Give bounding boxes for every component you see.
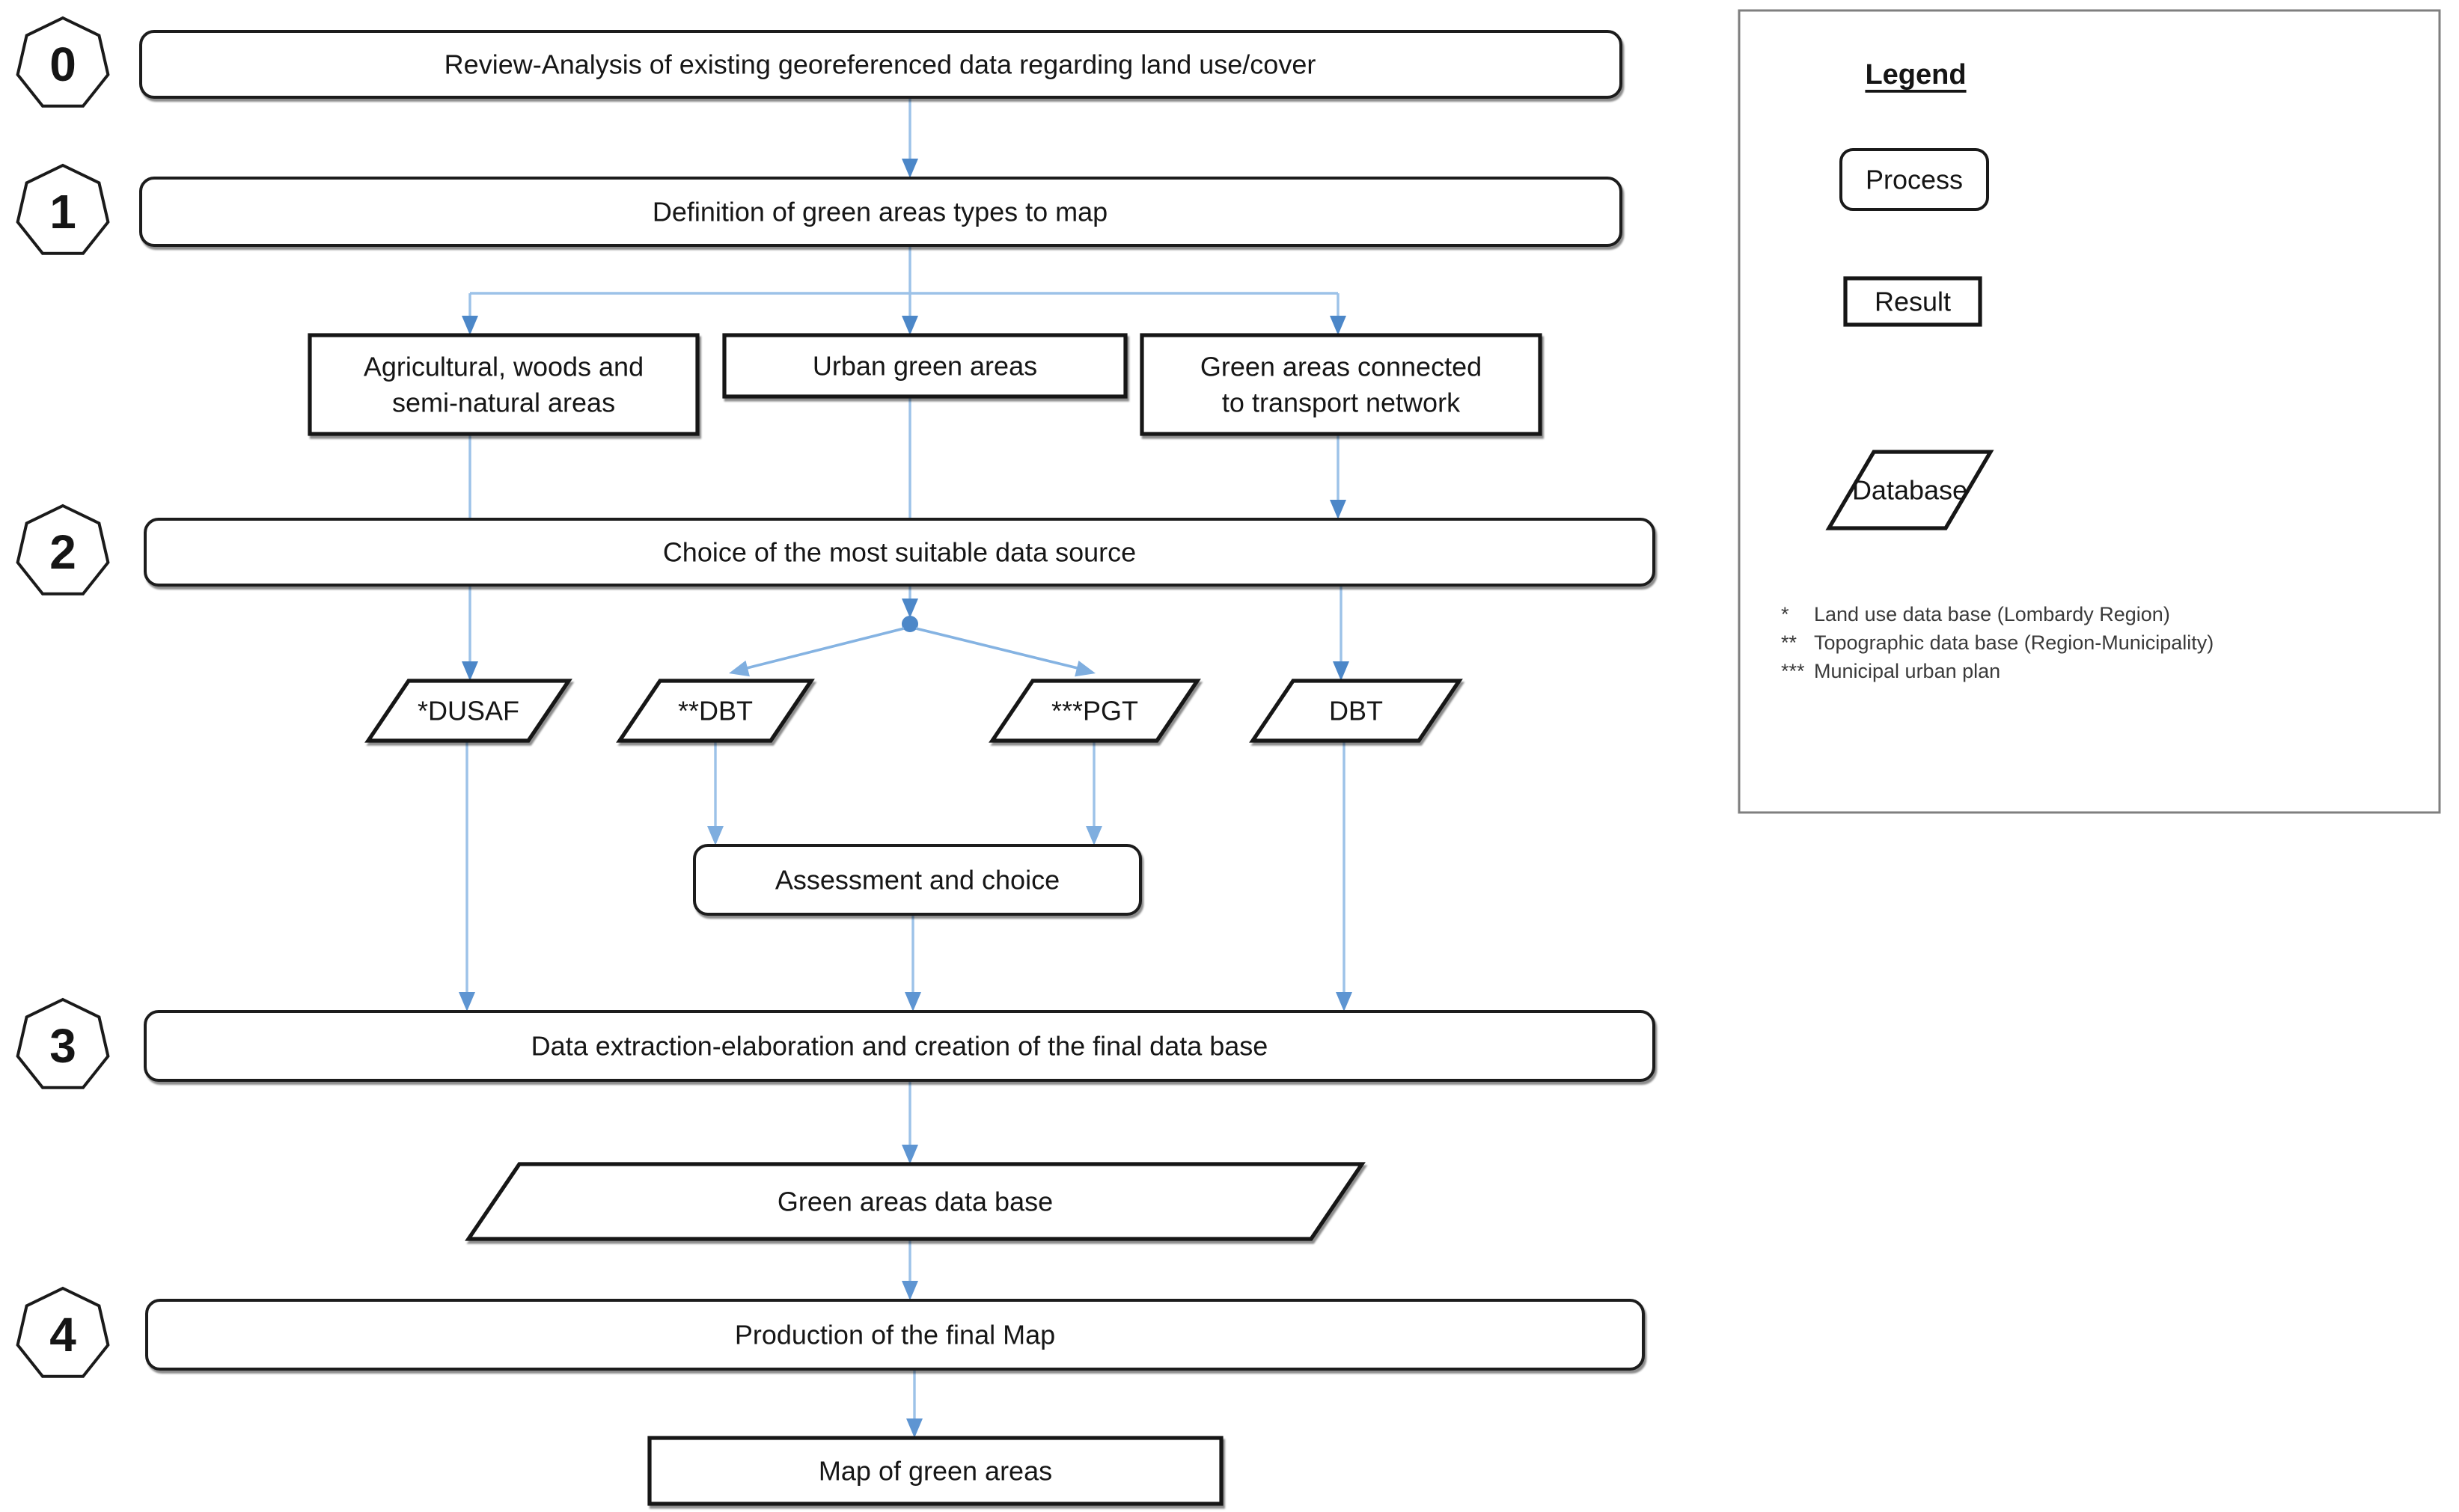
process-box-extraction-label: Data extraction-elaboration and creation… (531, 1031, 1268, 1062)
process-box-review: Review-Analysis of existing georeference… (139, 30, 1622, 99)
process-box-production: Production of the final Map (145, 1299, 1645, 1371)
legend-item-result: Result (1843, 276, 1982, 327)
result-box-urban: Urban green areas (722, 333, 1128, 399)
arrow-assessment-to-extraction (905, 914, 921, 1011)
process-box-choice: Choice of the most suitable data source (144, 518, 1655, 587)
arrow-choice-to-dbt (1333, 585, 1349, 681)
step-badge-0: 0 (16, 16, 110, 108)
step-number-4: 4 (49, 1308, 76, 1362)
legend-process-label: Process (1866, 165, 1963, 195)
result-box-agricultural: Agricultural, woods and semi-natural are… (308, 333, 700, 436)
step-badge-1: 1 (16, 163, 110, 255)
arrow-dbt-to-extraction (1336, 741, 1352, 1011)
arrow-branch-to-green-types (462, 245, 1346, 335)
process-box-assessment-label: Assessment and choice (775, 865, 1060, 896)
step-badge-3: 3 (16, 997, 110, 1089)
arrow-pgt-to-assessment (1086, 741, 1102, 845)
arrow-urban-to-split-dot (902, 397, 918, 632)
db-green-areas-label: Green areas data base (778, 1187, 1053, 1217)
step-number-3: 3 (49, 1019, 76, 1073)
process-box-definition: Definition of green areas types to map (139, 177, 1622, 247)
result-box-urban-line1: Urban green areas (813, 351, 1037, 382)
result-box-transport-line2: to transport network (1222, 388, 1461, 418)
process-box-review-label: Review-Analysis of existing georeference… (445, 49, 1316, 80)
footnote-marker-1: * (1781, 603, 1789, 625)
legend-result-label: Result (1875, 287, 1951, 317)
process-box-choice-label: Choice of the most suitable data source (663, 537, 1136, 568)
arrow-production-to-map (906, 1369, 923, 1438)
legend-item-database: Database (1825, 450, 1994, 530)
step-number-2: 2 (49, 525, 76, 579)
result-box-agricultural-line1: Agricultural, woods and (364, 352, 644, 382)
process-boxes: Review-Analysis of existing georeference… (139, 30, 1655, 1371)
db-dbt-topographic: **DBT (616, 679, 815, 743)
result-boxes: Agricultural, woods and semi-natural are… (308, 333, 1542, 1506)
footnote-marker-3: *** (1781, 660, 1805, 682)
footnote-text-1: Land use data base (Lombardy Region) (1814, 603, 2170, 625)
arrow-dbt2-to-assessment (707, 741, 724, 845)
legend-title: Legend (1865, 59, 1966, 91)
split-dot (902, 616, 918, 632)
database-shapes: *DUSAF **DBT ***PGT DBT Green areas data… (364, 679, 1463, 1241)
legend-database-label: Database (1852, 475, 1967, 506)
arrow-split-to-pgt (915, 627, 1096, 677)
arrow-transport-to-choice (1330, 434, 1346, 519)
legend: Legend Process Result Database * Land us… (1738, 9, 2441, 814)
footnote-text-3: Municipal urban plan (1814, 660, 2000, 682)
step-number-1: 1 (49, 185, 76, 239)
legend-footnotes: * Land use data base (Lombardy Region) *… (1781, 603, 2214, 682)
arrow-extraction-to-greendb (902, 1080, 918, 1164)
process-box-assessment: Assessment and choice (693, 844, 1142, 916)
step-badges: 0 1 2 3 4 (16, 16, 110, 1378)
legend-box (1738, 9, 2441, 814)
db-dusaf-label: *DUSAF (418, 696, 519, 726)
process-box-extraction: Data extraction-elaboration and creation… (144, 1010, 1655, 1082)
arrow-greendb-to-production (902, 1239, 918, 1300)
footnote-text-2: Topographic data base (Region-Municipali… (1814, 631, 2214, 654)
result-box-map: Map of green areas (647, 1436, 1224, 1506)
process-box-production-label: Production of the final Map (735, 1320, 1055, 1350)
arrow-review-to-definition (902, 97, 918, 178)
db-pgt: ***PGT (989, 679, 1201, 743)
db-dbt-topographic-label: **DBT (678, 696, 753, 726)
db-dbt-transport-label: DBT (1329, 696, 1383, 726)
connector-arrows (459, 97, 1352, 1438)
db-pgt-label: ***PGT (1051, 696, 1138, 726)
result-box-transport-line1: Green areas connected (1200, 352, 1482, 382)
result-box-agricultural-line2: semi-natural areas (392, 388, 615, 418)
legend-item-process: Process (1839, 148, 1989, 211)
step-badge-4: 4 (16, 1286, 110, 1378)
arrow-split-to-dbt2 (729, 627, 905, 677)
step-badge-2: 2 (16, 504, 110, 596)
step-number-0: 0 (49, 37, 76, 91)
db-dbt-transport: DBT (1249, 679, 1463, 743)
process-box-definition-label: Definition of green areas types to map (653, 197, 1108, 227)
db-dusaf: *DUSAF (364, 679, 572, 743)
arrow-dusaf-to-extraction (459, 741, 475, 1011)
db-green-areas: Green areas data base (465, 1162, 1366, 1241)
result-box-transport: Green areas connected to transport netwo… (1140, 333, 1542, 436)
footnote-marker-2: ** (1781, 631, 1797, 654)
result-box-map-label: Map of green areas (819, 1456, 1052, 1487)
